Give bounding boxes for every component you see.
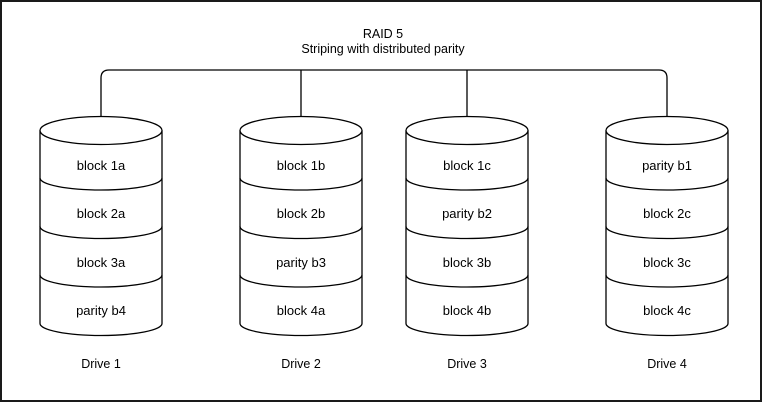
block-label: block 1a xyxy=(77,158,126,173)
block-label: block 4c xyxy=(643,303,691,318)
drive-cylinder-body xyxy=(605,130,729,337)
section-divider xyxy=(39,274,163,288)
drive-label: Drive 4 xyxy=(647,357,687,371)
section-divider xyxy=(39,226,163,240)
drive-label: Drive 3 xyxy=(447,357,487,371)
block-label: block 4a xyxy=(277,303,326,318)
block-label: block 2b xyxy=(277,206,325,221)
bus-connector-line xyxy=(100,69,668,119)
block-label: block 3a xyxy=(77,255,126,270)
drive-cylinder-top xyxy=(39,115,163,146)
drive-label: Drive 2 xyxy=(281,357,321,371)
block-label: parity b4 xyxy=(76,303,126,318)
drive-2: block 1b block 2b parity b3 block 4a Dri… xyxy=(239,115,363,371)
drive-cylinder-body xyxy=(239,130,363,337)
block-label: parity b1 xyxy=(642,158,692,173)
section-divider xyxy=(239,177,363,191)
drive-4: parity b1 block 2c block 3c block 4c Dri… xyxy=(605,115,729,371)
diagram-subtitle: Striping with distributed parity xyxy=(301,42,465,56)
diagram-title: RAID 5 xyxy=(363,27,403,41)
block-label: block 4b xyxy=(443,303,491,318)
section-divider xyxy=(605,274,729,288)
block-label: block 2a xyxy=(77,206,126,221)
block-label: block 1c xyxy=(443,158,491,173)
section-divider xyxy=(405,226,529,240)
section-divider xyxy=(39,177,163,191)
drive-1: block 1a block 2a block 3a parity b4 Dri… xyxy=(39,115,163,371)
block-label: block 2c xyxy=(643,206,691,221)
block-label: block 1b xyxy=(277,158,325,173)
section-divider xyxy=(405,274,529,288)
drive-label: Drive 1 xyxy=(81,357,121,371)
drive-cylinder-top xyxy=(605,115,729,146)
drive-cylinder-top xyxy=(405,115,529,146)
drive-cylinder-body xyxy=(39,130,163,337)
block-label: block 3c xyxy=(643,255,691,270)
drive-cylinder-body xyxy=(405,130,529,337)
block-label: parity b2 xyxy=(442,206,492,221)
section-divider xyxy=(405,177,529,191)
block-label: parity b3 xyxy=(276,255,326,270)
section-divider xyxy=(605,177,729,191)
drive-3: block 1c parity b2 block 3b block 4b Dri… xyxy=(405,115,529,371)
section-divider xyxy=(605,226,729,240)
drive-cylinder-top xyxy=(239,115,363,146)
section-divider xyxy=(239,274,363,288)
block-label: block 3b xyxy=(443,255,491,270)
section-divider xyxy=(239,226,363,240)
